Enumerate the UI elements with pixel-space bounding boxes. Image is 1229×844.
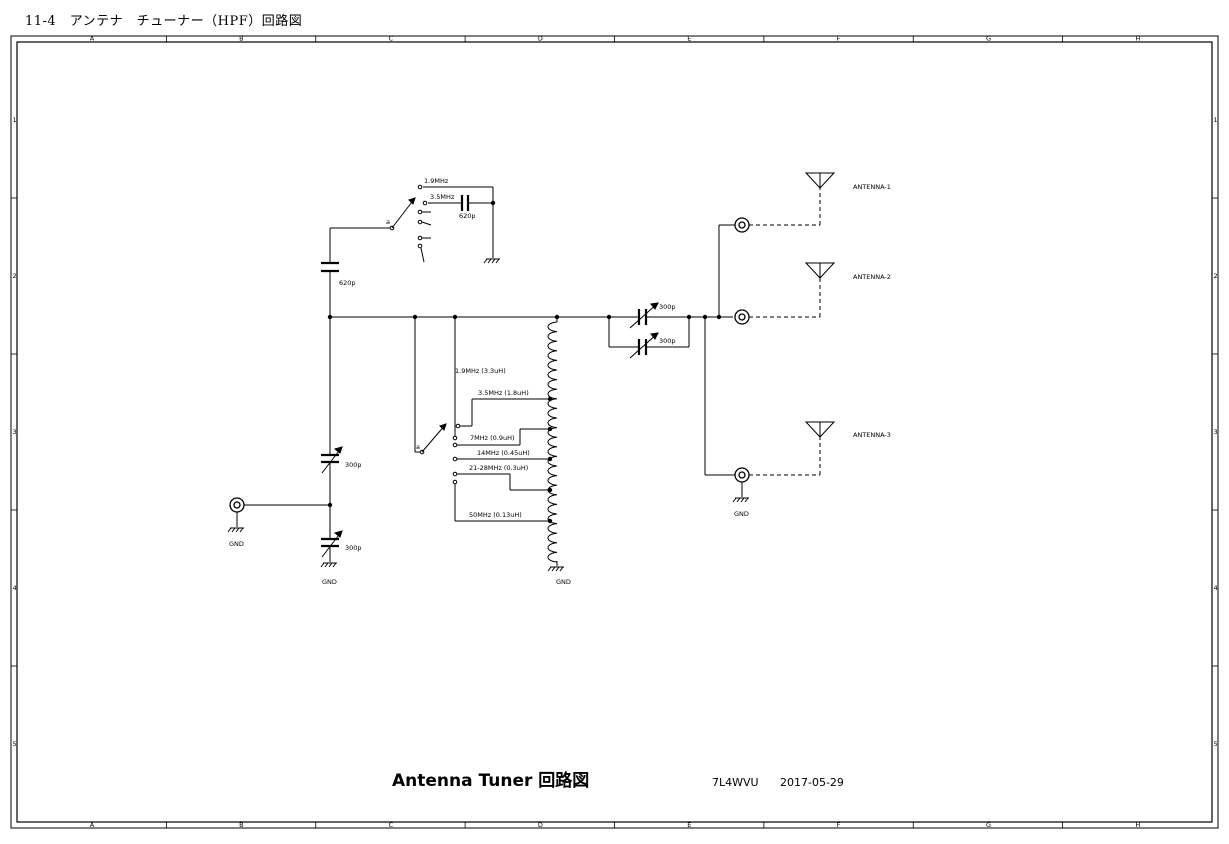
- antenna-feeds: [749, 188, 821, 476]
- frame-row-label-left: 4: [13, 584, 17, 592]
- antenna-symbols: [804, 172, 836, 438]
- gnd-label-input: GND: [229, 540, 244, 548]
- tap-label-6: 50MHz (0.13uH): [469, 511, 522, 519]
- band-switch-pole-label: a: [386, 218, 390, 226]
- title-block-date: 2017-05-29: [780, 776, 844, 789]
- junction-dots: [327, 200, 722, 524]
- tap-label-4: 14MHz (0.45uH): [477, 449, 530, 457]
- ground-symbols: [227, 258, 749, 572]
- var-cap-out-2-value: 300p: [659, 337, 676, 345]
- gnd-label-shunt: GND: [322, 578, 337, 586]
- band-switch: [389, 184, 432, 263]
- series-cap-value: 620p: [339, 279, 356, 287]
- frame-row-label-left: 5: [13, 740, 17, 748]
- tap-label-5: 21-28MHz (0.3uH): [469, 464, 528, 472]
- frame-col-label-bottom: C: [388, 821, 393, 829]
- variable-cap-arrows: [321, 302, 659, 558]
- band-switch-pos-1: 1.9MHz: [424, 177, 449, 185]
- frame-labels: A A B B C C D D E E F F G G H H 1 1 2 2 3 3 4 4 5 5: [13, 35, 1218, 830]
- drawing-frame: [10, 35, 1219, 829]
- band-cap-value: 620p: [459, 212, 476, 220]
- frame-col-label-bottom: D: [538, 821, 543, 829]
- frame-col-label-top: H: [1135, 35, 1140, 43]
- antenna-1-label: ANTENNA-1: [853, 183, 891, 191]
- frame-col-label-top: G: [986, 35, 991, 43]
- title-block-author: 7L4WVU: [712, 776, 759, 789]
- frame-col-label-top: C: [388, 35, 393, 43]
- frame-col-label-top: F: [837, 35, 841, 43]
- frame-row-label-right: 5: [1214, 740, 1218, 748]
- wires: [236, 186, 743, 566]
- tap-label-2: 3.5MHz (1.8uH): [478, 389, 529, 397]
- coax-connectors: [229, 217, 750, 513]
- frame-col-label-top: A: [90, 35, 95, 43]
- frame-row-label-right: 2: [1214, 272, 1218, 280]
- frame-col-label-bottom: F: [837, 821, 841, 829]
- frame-col-label-bottom: B: [239, 821, 243, 829]
- frame-col-label-bottom: A: [90, 821, 95, 829]
- frame-row-label-left: 1: [13, 116, 17, 124]
- band-switch-pos-2: 3.5MHz: [430, 193, 455, 201]
- frame-col-label-bottom: E: [687, 821, 691, 829]
- antenna-2-label: ANTENNA-2: [853, 273, 891, 281]
- var-cap-shunt-value: 300p: [345, 544, 362, 552]
- gnd-label-ant3: GND: [734, 510, 749, 518]
- var-cap-out-1-value: 300p: [659, 303, 676, 311]
- var-cap-input-value: 300p: [345, 461, 362, 469]
- component-labels: a 1.9MHz 3.5MHz 620p 620p 300p 300p 300p…: [229, 177, 891, 586]
- frame-row-label-right: 1: [1214, 116, 1218, 124]
- tap-label-1: 1.9MHz (3.3uH): [455, 367, 506, 375]
- tap-label-3: 7MHz (0.9uH): [470, 434, 515, 442]
- frame-row-label-right: 4: [1214, 584, 1218, 592]
- antenna-3-label: ANTENNA-3: [853, 431, 891, 439]
- frame-row-label-left: 3: [13, 428, 17, 436]
- inductor-switch-pole-label: a: [416, 443, 420, 451]
- inductor-switch: [419, 423, 461, 485]
- inductor-coil: [547, 321, 558, 563]
- frame-col-label-top: B: [239, 35, 243, 43]
- frame-col-label-bottom: H: [1135, 821, 1140, 829]
- frame-ticks: [11, 36, 1218, 828]
- frame-row-label-left: 2: [13, 272, 17, 280]
- frame-col-label-top: E: [687, 35, 691, 43]
- frame-col-label-bottom: G: [986, 821, 991, 829]
- frame-col-label-top: D: [538, 35, 543, 43]
- title-block-title: Antenna Tuner 回路図: [392, 770, 589, 791]
- document-title: 11-4 アンテナ チューナー（HPF）回路図: [25, 14, 303, 29]
- gnd-label-coil: GND: [556, 578, 571, 586]
- frame-row-label-right: 3: [1214, 428, 1218, 436]
